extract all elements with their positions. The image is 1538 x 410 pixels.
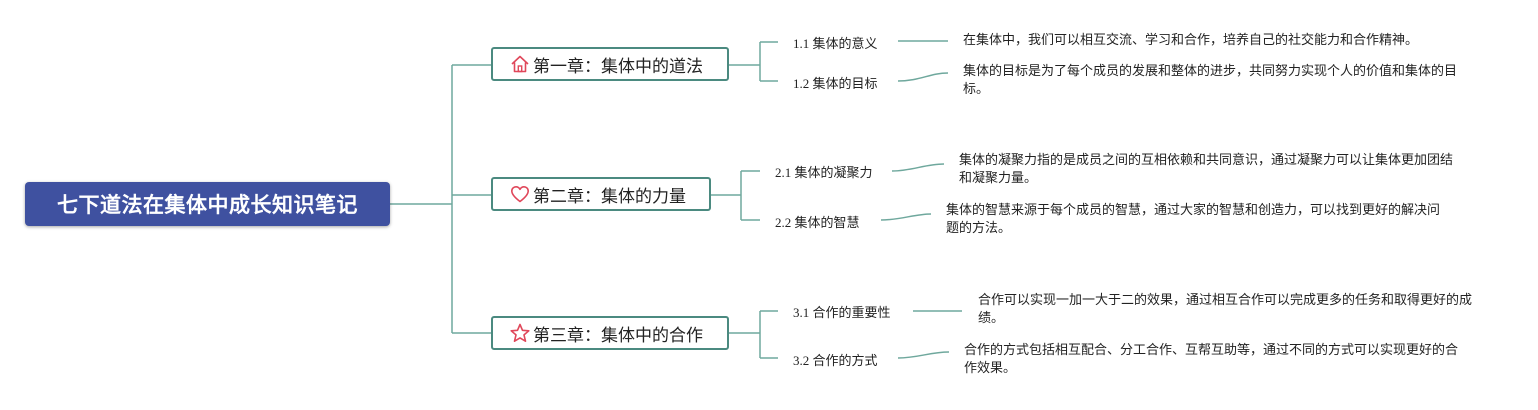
description-2-1: 集体的凝聚力指的是成员之间的互相依赖和共同意识，通过凝聚力可以让集体更加团结和凝…: [959, 153, 1454, 186]
subtopic-3-2[interactable]: 3.2 合作的方式: [793, 353, 878, 368]
subtopic-2-2[interactable]: 2.2 集体的智慧: [775, 215, 860, 230]
chapter-2-node[interactable]: 第二章：集体的力量: [491, 177, 711, 211]
subtopic-3-1[interactable]: 3.1 合作的重要性: [793, 305, 891, 320]
description-3-1: 合作可以实现一加一大于二的效果，通过相互合作可以完成更多的任务和取得更好的成绩。: [978, 293, 1473, 326]
description-1-2: 集体的目标是为了每个成员的发展和整体的进步，共同努力实现个人的价值和集体的目标。: [963, 64, 1458, 97]
subtopic-1-1[interactable]: 1.1 集体的意义: [793, 36, 878, 51]
chapter-1-node[interactable]: 第一章：集体中的道法: [491, 47, 729, 81]
description-2-2: 集体的智慧来源于每个成员的智慧，通过大家的智慧和创造力，可以找到更好的解决问题的…: [946, 203, 1441, 236]
chapter-3-label: 第三章：集体中的合作: [533, 325, 703, 346]
star-icon: [509, 322, 531, 344]
heart-icon: [509, 183, 531, 205]
description-3-2: 合作的方式包括相互配合、分工合作、互帮互助等，通过不同的方式可以实现更好的合作效…: [964, 343, 1459, 376]
subtopic-2-1[interactable]: 2.1 集体的凝聚力: [775, 165, 873, 180]
chapter-2-label: 第二章：集体的力量: [533, 186, 686, 207]
description-1-1: 在集体中，我们可以相互交流、学习和合作，培养自己的社交能力和合作精神。: [963, 33, 1419, 48]
chapter-1-label: 第一章：集体中的道法: [533, 56, 703, 77]
root-topic[interactable]: 七下道法在集体中成长知识笔记: [25, 182, 390, 226]
root-title: 七下道法在集体中成长知识笔记: [57, 193, 358, 217]
chapter-3-node[interactable]: 第三章：集体中的合作: [491, 316, 729, 350]
house-icon: [509, 53, 531, 75]
subtopic-1-2[interactable]: 1.2 集体的目标: [793, 76, 878, 91]
